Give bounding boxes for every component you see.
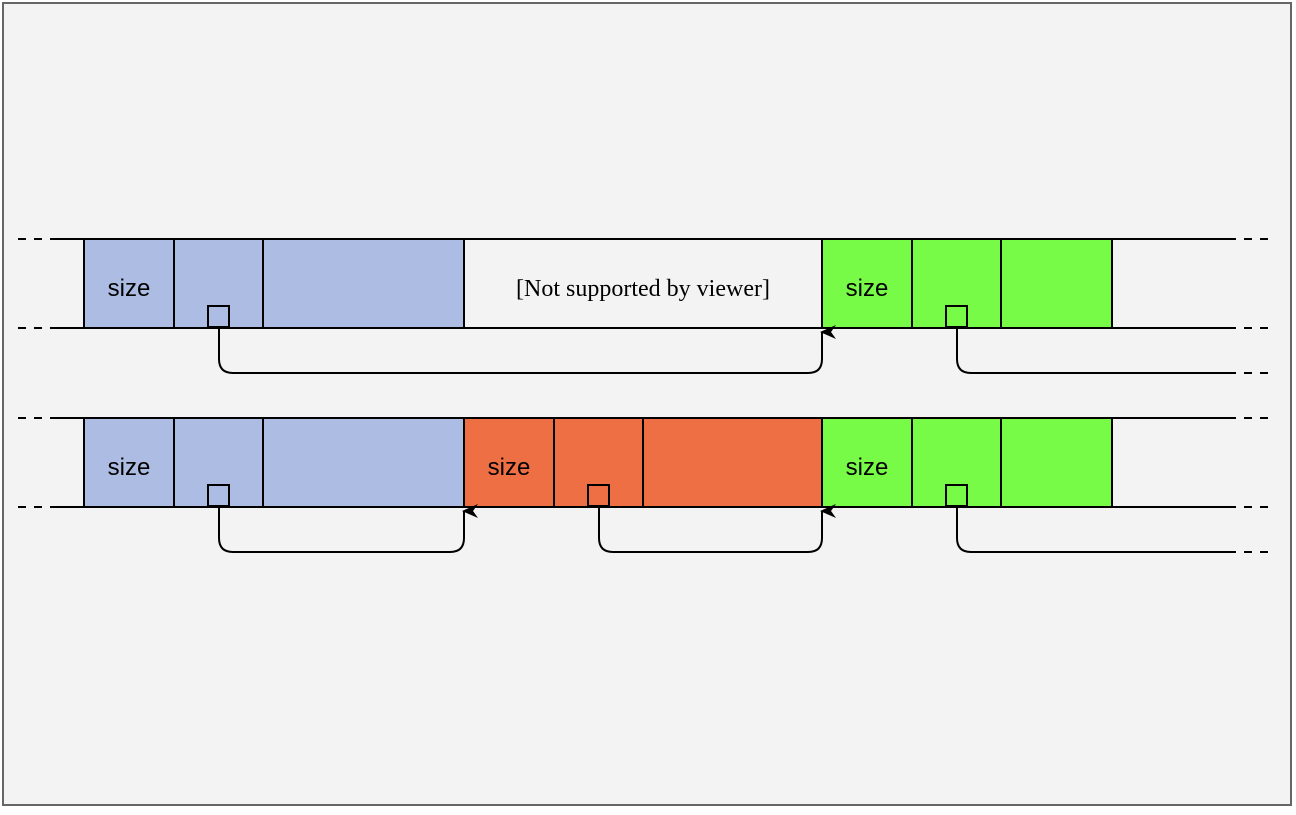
row-2-orange-pointer-box bbox=[587, 484, 610, 507]
row-2-blue-size-label: size bbox=[108, 454, 151, 481]
row-1-green-pointer-box bbox=[945, 305, 968, 328]
row-2: size size size bbox=[18, 417, 1270, 553]
row-2-orange-size-cell bbox=[463, 417, 555, 508]
row-1-green-block: size bbox=[821, 238, 1113, 329]
row-2-green-pointer-box bbox=[945, 484, 968, 507]
row-1-pointer-arrow-blue-to-green bbox=[218, 325, 836, 374]
row-1-green-size-cell bbox=[821, 238, 913, 329]
row-1-unsupported-label: [Not supported by viewer] bbox=[516, 276, 770, 302]
row-2-blue-block: size bbox=[83, 417, 465, 508]
row-2-green-size-label: size bbox=[846, 454, 889, 481]
row-2-pointer-arrow-blue-to-orange bbox=[218, 504, 478, 553]
row-1: size [Not supported by viewer] size bbox=[18, 238, 1270, 374]
row-1-green-data-cell bbox=[1000, 238, 1113, 329]
row-1-blue-pointer-box bbox=[207, 305, 230, 328]
row-2-pointer-arrow-orange-to-green bbox=[598, 504, 836, 553]
row-2-green-size-cell bbox=[821, 417, 913, 508]
row-1-blue-data-cell bbox=[262, 238, 465, 329]
row-2-orange-block: size bbox=[463, 417, 823, 508]
row-1-green-size-label: size bbox=[846, 275, 889, 302]
row-2-pointer-line-green-out bbox=[956, 506, 1228, 553]
row-1-blue-size-cell bbox=[83, 238, 175, 329]
row-2-green-data-cell bbox=[1000, 417, 1113, 508]
row-2-blue-size-cell bbox=[83, 417, 175, 508]
row-1-pointer-line-green-out bbox=[956, 327, 1228, 374]
row-2-orange-size-label: size bbox=[488, 454, 531, 481]
row-1-blue-block: size bbox=[83, 238, 465, 329]
row-2-orange-data-cell bbox=[642, 417, 823, 508]
row-2-green-block: size bbox=[821, 417, 1113, 508]
row-2-blue-pointer-cell bbox=[173, 417, 264, 508]
row-2-blue-pointer-box bbox=[207, 484, 230, 507]
row-2-blue-data-cell bbox=[262, 417, 465, 508]
row-1-blue-size-label: size bbox=[108, 275, 151, 302]
